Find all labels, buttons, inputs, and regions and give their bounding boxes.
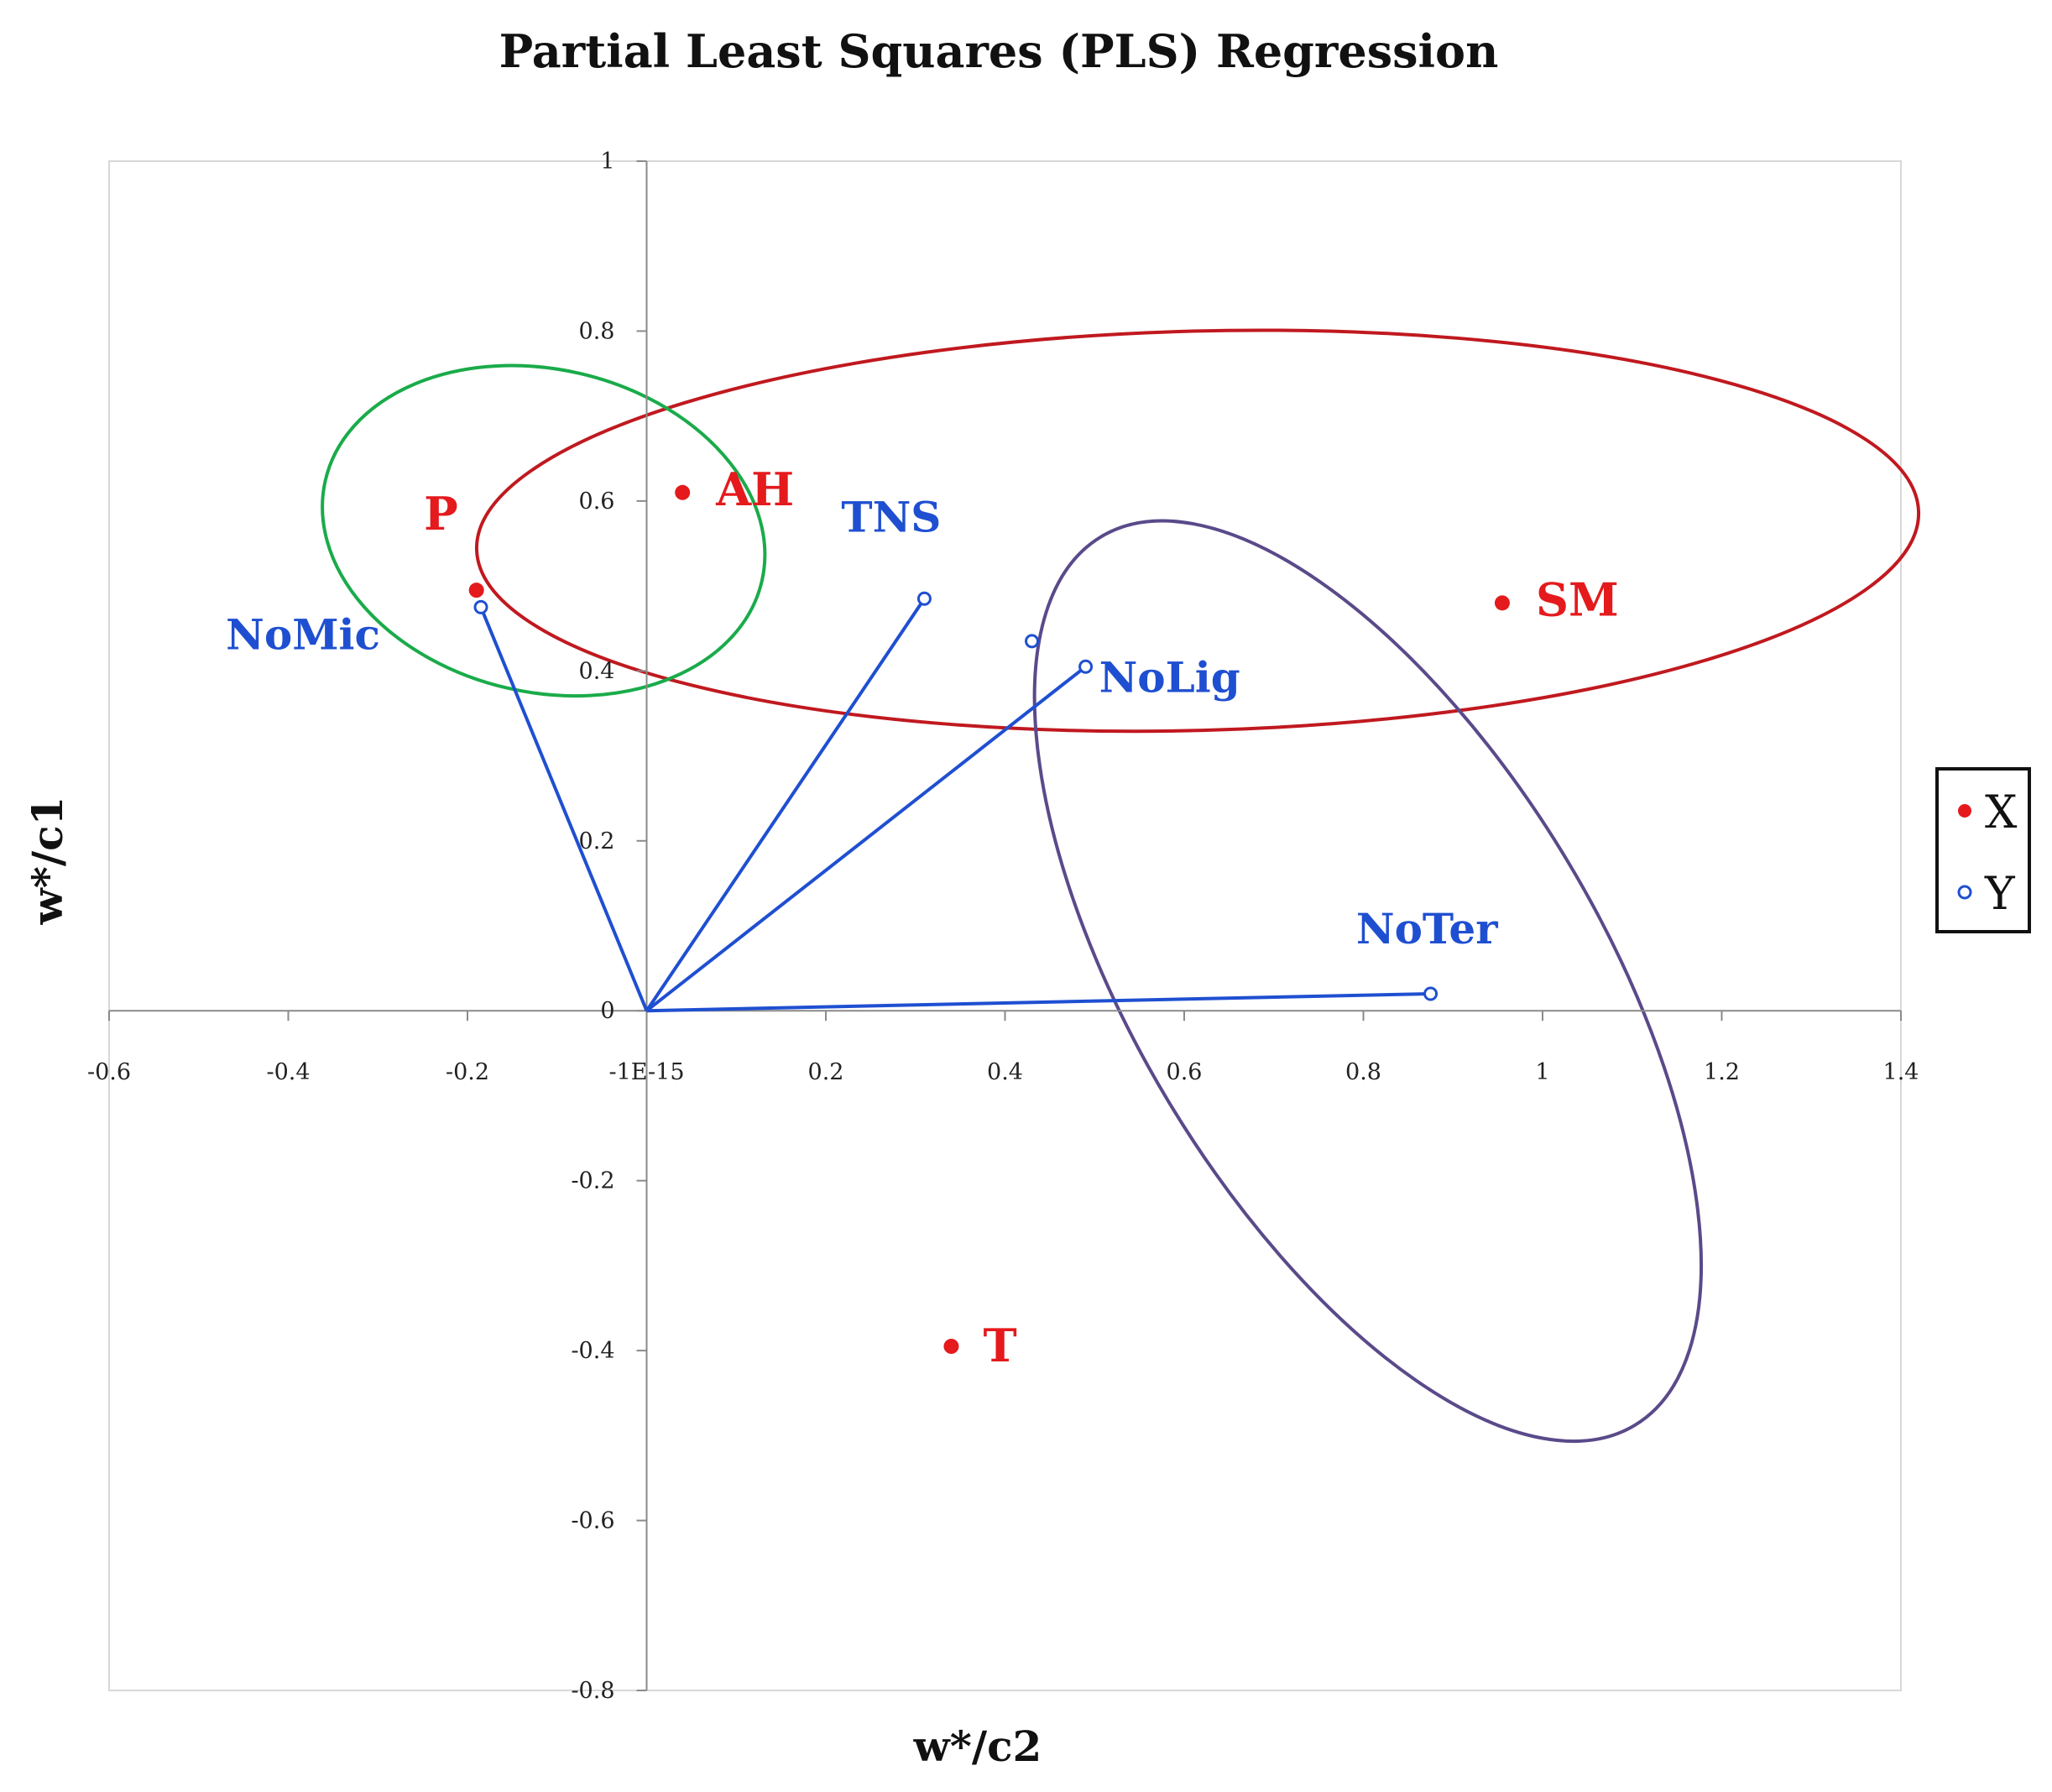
y-tick-label: 0.4 [579,658,615,684]
y-point-label: NoLig [1099,652,1240,702]
x-point-label: T [983,1319,1016,1372]
y-tick-label: -0.8 [571,1678,614,1704]
y-point-label: TNS [841,492,941,541]
group-ellipse-0 [474,328,1921,734]
group-ellipse-2 [1032,519,1703,1444]
x-point-label: P [424,487,458,541]
vector-line [645,665,1087,1012]
x-point [1494,595,1510,611]
x-point [943,1339,959,1355]
x-tick-label: 1.4 [1883,1059,1919,1085]
vectors-layer [479,598,1431,1013]
x-tick-label: 1 [1535,1059,1549,1085]
legend-label-y: Y [1984,867,2016,920]
x-axis-title: w*/c2 [913,1721,1042,1771]
legend-box [1935,767,2031,933]
x-point [675,484,691,500]
legend: X Y [1935,767,2031,933]
legend-marker-x [1958,804,1971,818]
group-ellipse-1 [321,363,767,698]
vector-line [479,606,649,1011]
vector-line [646,991,1431,1013]
ellipses-layer [321,328,1921,1444]
x-point-label: AH [715,462,794,516]
x-tick-label: 1.2 [1704,1059,1740,1085]
legend-label-x: X [1985,786,2018,839]
x-tick-label: 0.4 [987,1059,1023,1085]
y-point [1423,986,1438,1001]
y-point-label: NoTer [1356,904,1498,953]
x-tick-label: 0.6 [1167,1059,1203,1085]
x-tick-label: 0.8 [1345,1059,1381,1085]
legend-marker-y [1957,885,1972,900]
x-tick-label: -0.2 [446,1059,489,1085]
y-tick-label: 0.2 [579,828,615,854]
y-point [473,599,488,614]
y-tick-label: 0.6 [579,488,615,515]
plot-frame [108,160,1902,1691]
y-point [916,591,932,606]
x-tick-label: -0.4 [266,1059,310,1085]
y-point [1025,634,1040,649]
axes-layer: -0.6 -0.4 -0.2 -1E-15 0.2 0.4 0.6 0.8 1 1.2 1.4 1 0.… [87,149,1919,1704]
y-axis-title: w*/c1 [23,797,72,926]
y-point-label: NoMic [226,609,380,659]
x-tick-label: -1E-15 [609,1059,685,1085]
x-tick-label: -0.6 [87,1059,131,1085]
y-tick-label: -0.2 [571,1168,614,1194]
y-tick-label: 0.8 [579,318,615,344]
y-tick-label: -0.6 [571,1508,614,1534]
vector-line [645,598,927,1012]
y-tick-label: 0 [600,998,614,1024]
y-point [1078,659,1094,674]
chart-title: Partial Least Squares (PLS) Regression [499,24,1499,78]
x-point [468,583,484,598]
x-point-label: SM [1536,572,1619,626]
x-tick-label: 0.2 [808,1059,844,1085]
y-tick-label: -0.4 [571,1338,614,1364]
y-tick-label: 1 [600,149,614,175]
